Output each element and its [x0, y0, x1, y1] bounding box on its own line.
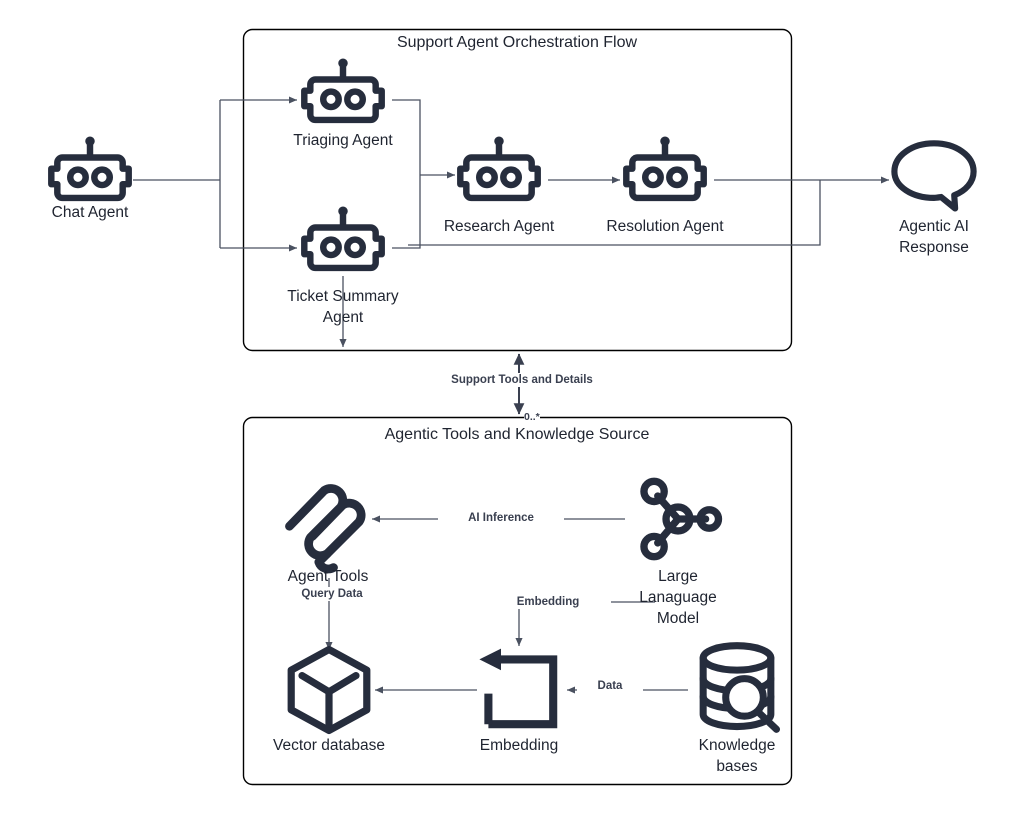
- edge-label-ai-inference: AI Inference: [438, 511, 564, 525]
- edge-label-embedding: Embedding: [485, 595, 611, 609]
- loop-arrow-icon: [479, 649, 553, 725]
- robot-icon: [626, 136, 703, 197]
- cube-icon: [291, 650, 367, 731]
- database-search-icon: [703, 646, 776, 730]
- orchestration-group-box: [242, 28, 793, 352]
- tools-group-title: Agentic Tools and Knowledge Source: [384, 426, 650, 443]
- edge-label-data: Data: [577, 679, 643, 693]
- edge-triaging-to-merge: [392, 99, 421, 175]
- agent-tools-icon: [289, 488, 361, 568]
- robot-icon: [304, 58, 381, 119]
- robot-icon: [460, 136, 537, 197]
- robot-icon: [51, 136, 128, 197]
- edge-response-return-leg: [408, 180, 821, 246]
- speech-bubble-icon: [894, 143, 973, 208]
- orchestration-group-title: Support Agent Orchestration Flow: [396, 34, 638, 51]
- node-graph-icon: [644, 481, 719, 556]
- edge-ticket-summary-to-merge: [392, 175, 421, 249]
- edge-label-support-tools-and-details: Support Tools and Details: [399, 373, 645, 387]
- tools-group-box: [242, 416, 793, 786]
- edge-label-query-data: Query Data: [269, 587, 395, 601]
- edge-multiplicity-support-tools-and-details: 0..*: [524, 411, 540, 423]
- robot-icon: [304, 206, 381, 267]
